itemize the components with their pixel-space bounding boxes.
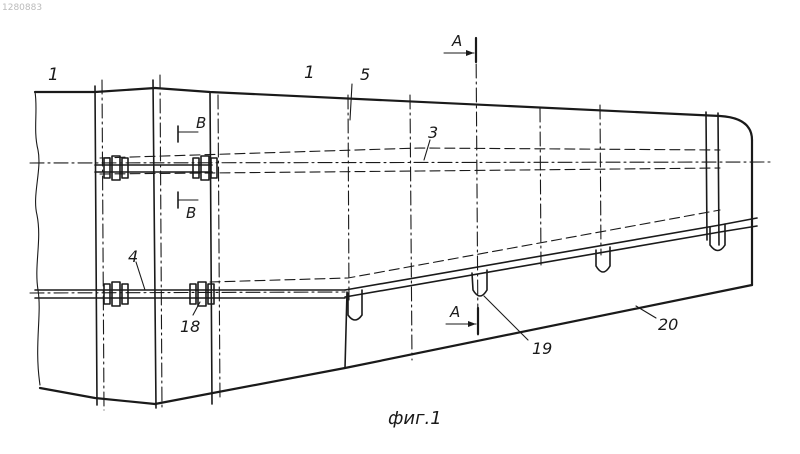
part-1-left-label: 1 xyxy=(48,65,59,85)
labels: 1 1 5 3 4 18 19 20 A A B B фиг.1 xyxy=(48,32,678,429)
part-19-label: 19 xyxy=(532,339,552,358)
part-4-label: 4 xyxy=(128,247,138,266)
corner-mark: 1280883 xyxy=(2,3,42,13)
main-body xyxy=(155,40,752,404)
lower-pipe xyxy=(30,210,757,298)
figure-caption: фиг.1 xyxy=(388,408,442,429)
part-5-label: 5 xyxy=(360,65,370,84)
section-b-bottom-label: B xyxy=(186,204,196,222)
part-1-top-label: 1 xyxy=(304,63,315,83)
part-20-label: 20 xyxy=(658,315,678,334)
hangers xyxy=(348,224,725,320)
lower-couplings xyxy=(104,282,214,306)
left-panel xyxy=(35,75,220,410)
section-b-markers xyxy=(178,126,198,208)
part-3-label: 3 xyxy=(428,123,438,142)
upper-pipe xyxy=(30,148,770,174)
section-a-bottom-label: A xyxy=(449,303,460,321)
part-18-label: 18 xyxy=(180,317,200,336)
section-a-top-label: A xyxy=(451,32,462,50)
section-b-top-label: B xyxy=(196,114,206,132)
